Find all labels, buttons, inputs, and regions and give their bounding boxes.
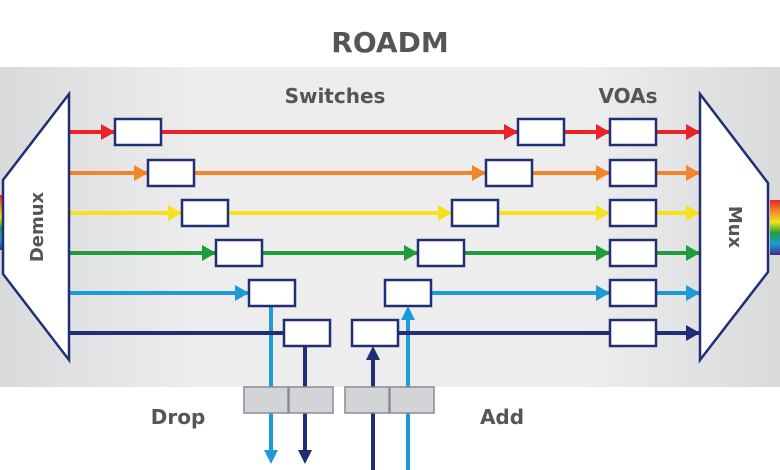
drop-port-1 xyxy=(243,386,289,414)
ch6-drop-switch xyxy=(282,318,332,348)
ch5-input-arrow xyxy=(235,285,249,301)
ch1-drop-switch xyxy=(113,117,163,147)
ch3-add-switch xyxy=(450,198,500,228)
ch3-voa-arrow xyxy=(596,205,610,221)
ch5-output-arrow xyxy=(686,285,700,301)
ch3-through-arrow xyxy=(438,205,452,221)
ch6-output-arrow xyxy=(686,325,700,341)
demux-block xyxy=(1,90,71,364)
ch2-input-arrow xyxy=(134,165,148,181)
ch3-output-arrow xyxy=(686,205,700,221)
switches-label: Switches xyxy=(285,84,386,108)
add-port-1 xyxy=(344,386,390,414)
ch2-output-arrow xyxy=(686,165,700,181)
ch2-add-switch xyxy=(484,158,534,188)
ch5-drop-switch xyxy=(247,278,297,308)
ch2-voa xyxy=(608,158,658,188)
ch5-voa xyxy=(608,278,658,308)
add-label: Add xyxy=(480,405,524,429)
ch6-add-arrow xyxy=(366,346,380,360)
ch6-voa xyxy=(608,318,658,348)
ch5-add-arrow xyxy=(401,306,415,320)
ch5-voa-arrow xyxy=(596,285,610,301)
mux-block xyxy=(698,90,770,364)
mux-label: Mux xyxy=(724,206,745,249)
drop-port-2 xyxy=(288,386,334,414)
ch6-drop-arrow xyxy=(298,450,312,464)
demux-label: Demux xyxy=(27,191,48,262)
ch1-input-arrow xyxy=(101,124,115,140)
ch4-through-arrow xyxy=(404,245,418,261)
ch2-through-arrow xyxy=(472,165,486,181)
ch1-voa-arrow xyxy=(596,124,610,140)
channel-lines xyxy=(69,117,700,470)
ch1-output-arrow xyxy=(686,124,700,140)
ch2-voa-arrow xyxy=(596,165,610,181)
add-port-2 xyxy=(389,386,435,414)
voas-label: VOAs xyxy=(599,84,658,108)
drop-label: Drop xyxy=(151,405,206,429)
ch4-add-switch xyxy=(416,238,466,268)
ch1-voa xyxy=(608,117,658,147)
ch5-drop-arrow xyxy=(264,450,278,464)
ch6-add-switch xyxy=(350,318,400,348)
ch1-add-switch xyxy=(516,117,566,147)
ch4-output-arrow xyxy=(686,245,700,261)
ch3-voa xyxy=(608,198,658,228)
ch1-through-arrow xyxy=(504,124,518,140)
ch4-voa xyxy=(608,238,658,268)
ch4-drop-switch xyxy=(214,238,264,268)
output-spectrum xyxy=(770,200,780,255)
ch3-drop-switch xyxy=(180,198,230,228)
ch2-drop-switch xyxy=(146,158,196,188)
ch5-add-switch xyxy=(383,278,433,308)
diagram-title: ROADM xyxy=(331,26,448,59)
ch4-voa-arrow xyxy=(596,245,610,261)
ch4-input-arrow xyxy=(202,245,216,261)
ch3-input-arrow xyxy=(168,205,182,221)
